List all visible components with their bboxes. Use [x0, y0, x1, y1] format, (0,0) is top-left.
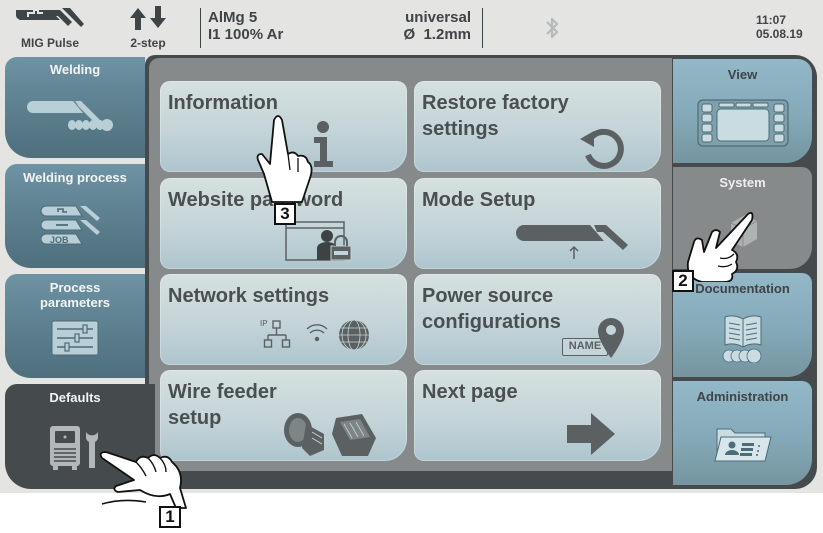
process-label: MIG Pulse	[20, 36, 79, 50]
nav-view-label: View	[727, 67, 758, 82]
nav-welding-label: Welding	[49, 62, 101, 77]
status-bar: MIG Pulse 2-step AlMg 5 I1 100% Ar unive…	[0, 0, 823, 53]
pointing-hand-icon	[99, 451, 187, 509]
control-panel-icon	[673, 99, 812, 147]
nav-process-parameters-label-line1: Process	[49, 280, 101, 295]
nav-welding-process-label: Welding process	[23, 170, 127, 185]
tile-wire-feeder-label-line1: Wire feeder	[168, 381, 277, 403]
book-icon	[673, 313, 812, 363]
wire-diameter-label: 1.2mm	[423, 26, 471, 43]
welding-process-job-icon: JOB	[5, 204, 145, 254]
tile-power-source-label-line2: configurations	[422, 311, 561, 333]
restore-icon	[578, 125, 626, 174]
status-divider	[200, 8, 201, 48]
datetime: 11:07 05.08.19	[756, 13, 803, 41]
mig-pulse-torch-icon	[15, 8, 84, 27]
nav-welding-process[interactable]: Welding process JOB	[5, 164, 145, 268]
tile-next-page-label: Next page	[422, 381, 518, 403]
nav-documentation-label: Documentation	[695, 281, 790, 296]
time-label: 11:07	[756, 13, 787, 27]
tile-wire-feeder-label-line2: setup	[168, 407, 222, 429]
network-icon: IP	[260, 318, 372, 357]
nav-process-parameters[interactable]: Process parameters	[5, 274, 145, 378]
website-password-icon	[285, 220, 353, 267]
tile-network-settings[interactable]: Network settings IP	[160, 274, 407, 365]
nav-process-parameters-label-line2: parameters	[39, 295, 111, 310]
svg-text:JOB: JOB	[50, 235, 69, 245]
material-label: AlMg 5	[208, 9, 258, 26]
tile-information-label: Information	[168, 92, 278, 114]
up-down-arrows-icon	[130, 6, 166, 30]
mode-label: 2-step	[130, 36, 166, 50]
tile-mode-setup[interactable]: Mode Setup	[414, 178, 661, 269]
arrow-right-icon	[567, 413, 615, 460]
pointing-hand-icon	[256, 115, 313, 203]
pointing-hand-icon	[686, 211, 754, 282]
status-divider	[482, 8, 483, 48]
nav-documentation[interactable]: Documentation	[673, 273, 812, 377]
tile-next-page[interactable]: Next page	[414, 370, 661, 461]
tile-restore-label-line2: settings	[422, 118, 499, 140]
nav-system-label: System	[719, 175, 766, 190]
nav-administration-label: Administration	[696, 389, 789, 404]
user-folder-icon	[673, 425, 812, 463]
callout-2: 2	[672, 270, 694, 292]
welding-torch-bead-icon	[5, 95, 145, 139]
nav-welding[interactable]: Welding	[5, 57, 145, 158]
callout-3: 3	[274, 203, 296, 225]
svg-text:IP: IP	[260, 319, 268, 328]
characteristic-label: universal	[405, 9, 471, 26]
sliders-icon	[5, 320, 145, 356]
gas-label: I1 100% Ar	[208, 26, 284, 43]
name-badge: NAME	[562, 338, 608, 356]
tile-network-settings-label: Network settings	[168, 285, 330, 307]
tile-mode-setup-label: Mode Setup	[422, 189, 536, 211]
tile-power-source-configurations[interactable]: Power source configurations NAME	[414, 274, 661, 365]
date-label: 05.08.19	[756, 27, 803, 41]
nav-defaults-label: Defaults	[49, 390, 101, 405]
bluetooth-icon[interactable]	[544, 15, 560, 46]
diameter-symbol: Ø	[403, 26, 416, 43]
callout-1: 1	[159, 506, 181, 528]
tile-wire-feeder-setup[interactable]: Wire feeder setup	[160, 370, 407, 461]
nav-view[interactable]: View	[673, 59, 812, 163]
nav-administration[interactable]: Administration	[673, 381, 812, 485]
tile-restore-label-line1: Restore factory	[422, 92, 569, 114]
material-info[interactable]: AlMg 5 I1 100% Ar	[208, 9, 283, 43]
info-icon	[308, 121, 338, 172]
characteristic-info[interactable]: universal Ø 1.2mm	[395, 9, 471, 43]
tile-power-source-label-line1: Power source	[422, 285, 554, 307]
power-source-wrench-icon	[5, 424, 145, 472]
wire-feeder-icon	[282, 410, 378, 463]
torch-mode-icon	[514, 223, 644, 270]
tile-restore-factory-settings[interactable]: Restore factory settings	[414, 81, 661, 172]
